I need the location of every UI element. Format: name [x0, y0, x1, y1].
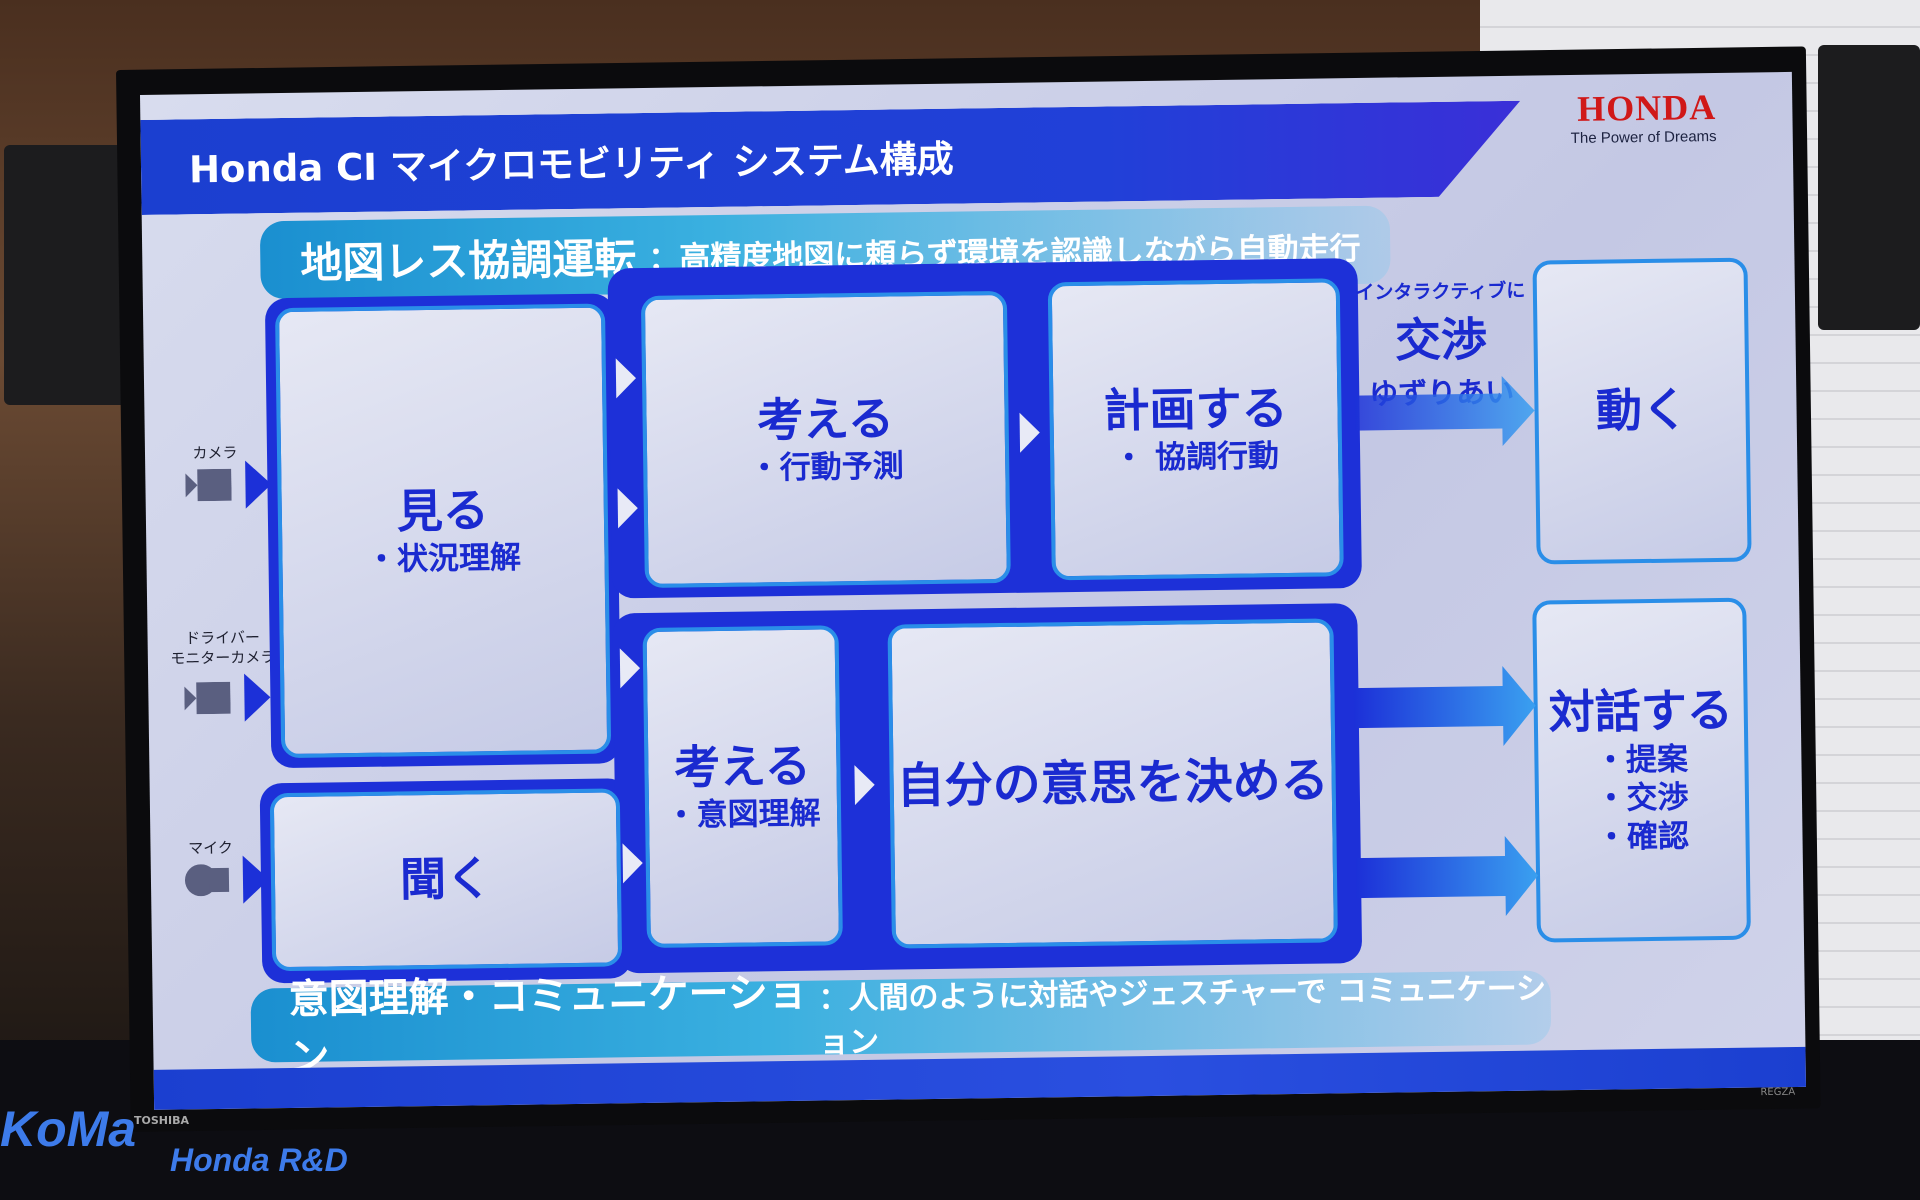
box-title: 見る — [396, 483, 490, 539]
input-label-camera: カメラ — [192, 443, 238, 463]
box-title: 対話する — [1548, 682, 1734, 740]
box-decide: 自分の意思を決める — [887, 618, 1338, 949]
box-think-predict: 考える ・行動予測 — [640, 290, 1011, 588]
flow-arrow — [622, 843, 644, 884]
box-title: 聞く — [399, 851, 493, 907]
box-move: 動く — [1532, 257, 1752, 565]
top-banner-heading: 地図レス協調運転 — [300, 233, 637, 288]
honda-logo: HONDA The Power of Dreams — [1570, 86, 1717, 147]
box-title: 計画する — [1103, 380, 1288, 438]
presentation-slide: Honda CI マイクロモビリティ システム構成 HONDA The Powe… — [140, 71, 1807, 1110]
box-sub: ・ 協調行動 — [1113, 438, 1280, 477]
tv-model: REGZA — [1760, 1086, 1796, 1099]
box-sub: ・意図理解 — [665, 795, 821, 835]
box-item: ・交渉 — [1595, 779, 1689, 818]
input-label-mic: マイク — [188, 838, 233, 858]
box-listen: 聞く — [269, 788, 623, 972]
bottom-banner-text: ：人間のように対話やジェスチャーで コミュニケーション — [818, 971, 1547, 1061]
label-line: ドライバー — [185, 628, 261, 648]
box-dialogue: 対話する ・提案 ・交渉 ・確認 — [1532, 597, 1751, 943]
arrow-to-dialogue — [1355, 836, 1538, 919]
box-title: 動く — [1595, 382, 1689, 438]
box-title: 考える — [673, 738, 812, 795]
camera-icon — [185, 468, 232, 502]
flow-arrow — [619, 648, 641, 689]
box-title: 自分の意思を決める — [896, 752, 1330, 815]
flow-arrow — [1019, 412, 1041, 453]
speaker-left — [4, 145, 139, 405]
slide-title: Honda CI マイクロモビリティ システム構成 — [188, 137, 954, 192]
logo-tagline: The Power of Dreams — [1570, 127, 1717, 148]
box-see: 見る ・状況理解 — [274, 303, 612, 759]
input-label-driver-monitor: ドライバーモニターカメラ — [167, 628, 278, 669]
interaction-main: 交渉 — [1394, 312, 1488, 368]
flow-arrow — [854, 764, 875, 806]
bottom-banner: 意図理解・コミュニケーション ：人間のように対話やジェスチャーで コミュニケーシ… — [250, 970, 1552, 1081]
box-sub: ・行動予測 — [748, 448, 905, 487]
tv-brand: TOSHIBA — [134, 1114, 189, 1127]
camera-icon — [184, 681, 231, 715]
background-sign-koma: KoMa — [0, 1101, 137, 1157]
flow-arrow — [617, 488, 639, 529]
input-arrow — [244, 673, 271, 722]
background-sign-honda-rd: Honda R&D — [170, 1142, 348, 1178]
flow-arrow — [615, 358, 637, 399]
box-sub: ・状況理解 — [365, 540, 522, 579]
box-think-intent: 考える ・意図理解 — [642, 625, 843, 949]
label-line: モニターカメラ — [170, 647, 276, 668]
box-item: ・確認 — [1595, 818, 1690, 856]
arrow-to-dialogue — [1353, 666, 1536, 749]
interaction-top: インタラクティブに — [1355, 279, 1526, 305]
box-item: ・提案 — [1594, 741, 1689, 779]
box-title: 考える — [756, 391, 895, 448]
box-plan: 計画する ・ 協調行動 — [1047, 278, 1344, 581]
microphone-icon — [184, 864, 230, 897]
speaker-right — [1818, 45, 1920, 330]
logo-wordmark: HONDA — [1576, 86, 1717, 129]
